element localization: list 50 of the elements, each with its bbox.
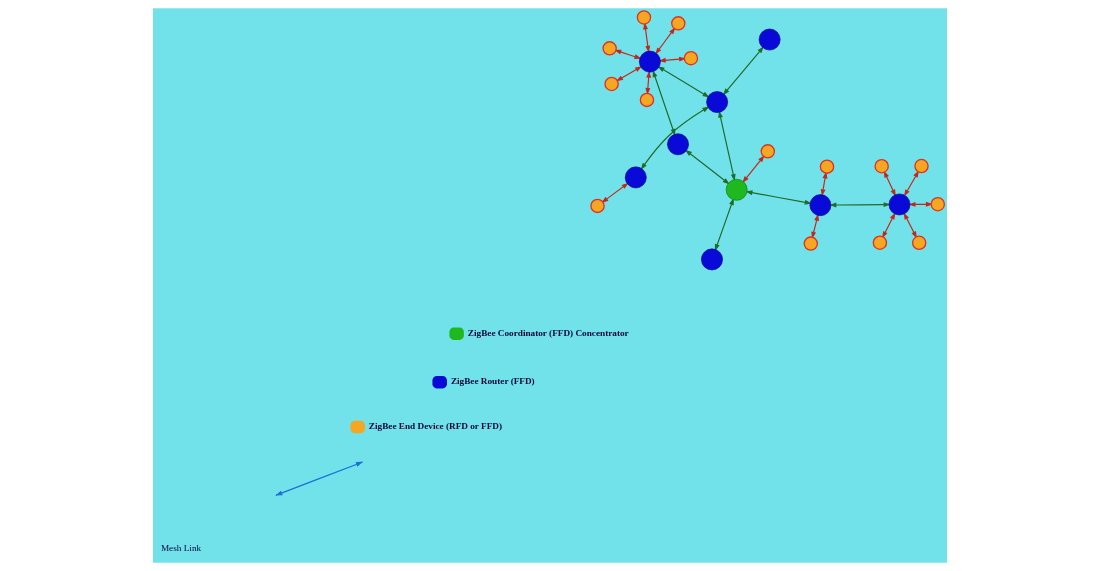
arrow [652,70,676,136]
arrow [742,155,765,183]
node-circle [602,41,617,56]
node-circle [760,144,776,159]
arrow [714,198,734,252]
arrow [616,66,643,82]
node-circle [590,198,605,214]
node-circle [701,248,723,271]
node-circle [872,235,888,250]
node-circle [914,158,929,174]
node-circle [758,28,781,51]
arrow [643,22,651,53]
arrow [684,149,730,185]
arrow [722,46,764,96]
legend-label: ZigBee Coordinator (FFD) Concentrator [467,327,629,338]
arrow [657,66,710,98]
node-circle [911,235,927,250]
arrow [882,212,896,239]
legend-label: ZigBee End Device (RFD or FFD) [368,420,503,431]
node-circle [930,196,945,212]
node-circle [888,193,911,216]
node-circle [667,133,689,156]
node-circle [819,159,835,174]
arrow [745,190,812,205]
node-circle [671,16,686,31]
arrow [601,182,629,203]
arrow [640,106,710,170]
node-circle [636,10,652,25]
arrow [614,49,642,59]
legend-label: Mesh Link [160,542,202,553]
node-circle [624,166,647,189]
node-circle [874,158,889,174]
legend-label: ZigBee Router (FFD) [450,375,535,386]
node-circle [639,50,661,73]
arrow [811,213,819,239]
node-circle [809,194,832,217]
node-circle [604,76,619,92]
node-circle [683,50,699,66]
arrow [904,170,919,197]
node-circle [706,91,729,113]
arrow [883,170,896,197]
arrow [718,110,736,182]
arrow [655,27,676,55]
arrow [820,171,828,197]
arrow [645,70,652,95]
arrow [658,56,687,63]
node-circle [803,236,819,251]
arrow [903,212,917,239]
node-circle [725,178,748,201]
node-circle [639,92,655,108]
